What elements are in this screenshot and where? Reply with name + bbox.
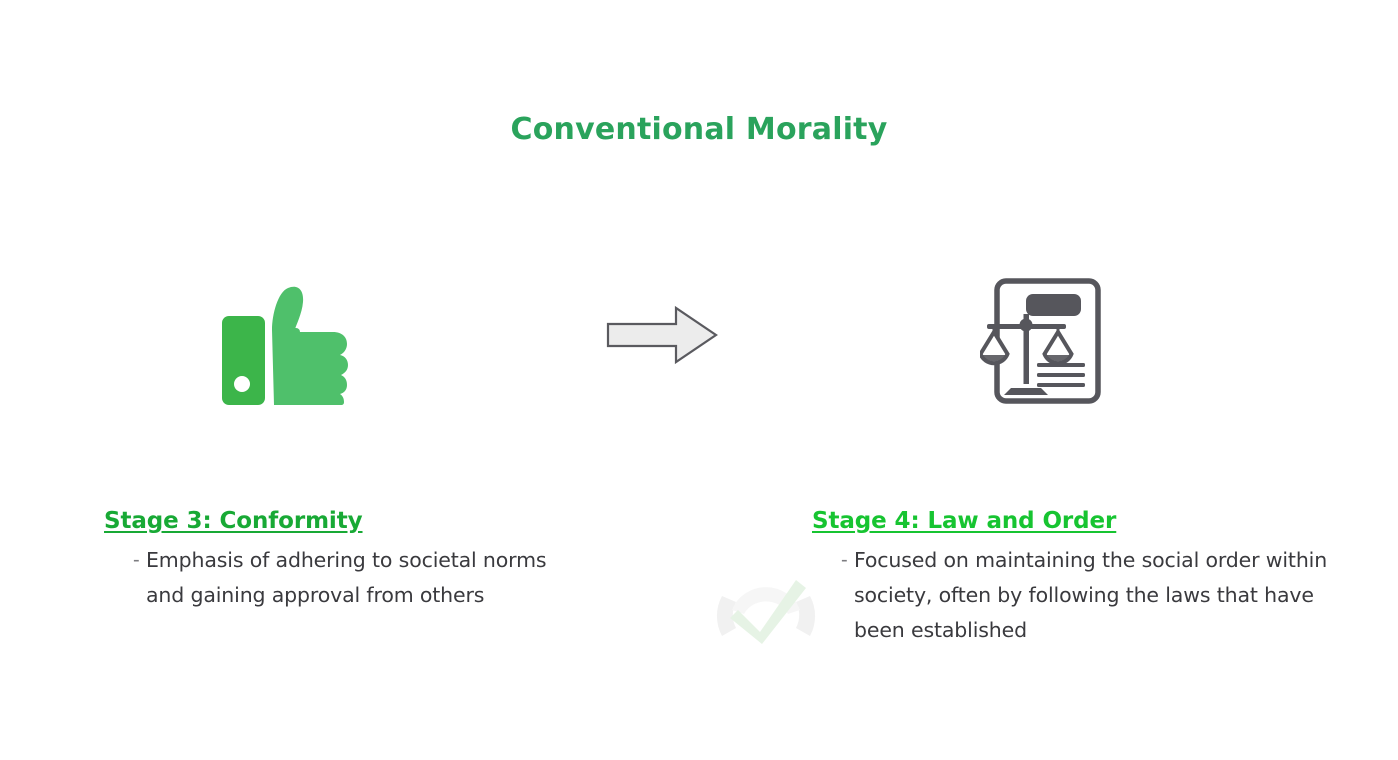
list-item: - Focused on maintaining the social orde… [812,543,1357,648]
stage4-heading: Stage 4: Law and Order [812,508,1117,534]
page-title: Conventional Morality [510,112,888,147]
law-document-scales-icon [978,275,1112,407]
right-arrow-icon [606,305,718,365]
bullet-dash-icon: - [133,549,140,571]
stage3-column: Stage 3: Conformity - Emphasis of adheri… [104,508,574,613]
stage4-column: Stage 4: Law and Order - Focused on main… [812,508,1357,648]
stage3-bullet-text: Emphasis of adhering to societal norms a… [146,548,547,607]
checkmark-watermark-icon [708,568,824,648]
stage4-bullet-text: Focused on maintaining the social order … [854,548,1328,642]
stage3-heading: Stage 3: Conformity [104,508,363,534]
bullet-dash-icon: - [841,549,848,571]
thumbs-up-icon [214,270,354,405]
list-item: - Emphasis of adhering to societal norms… [104,543,574,613]
